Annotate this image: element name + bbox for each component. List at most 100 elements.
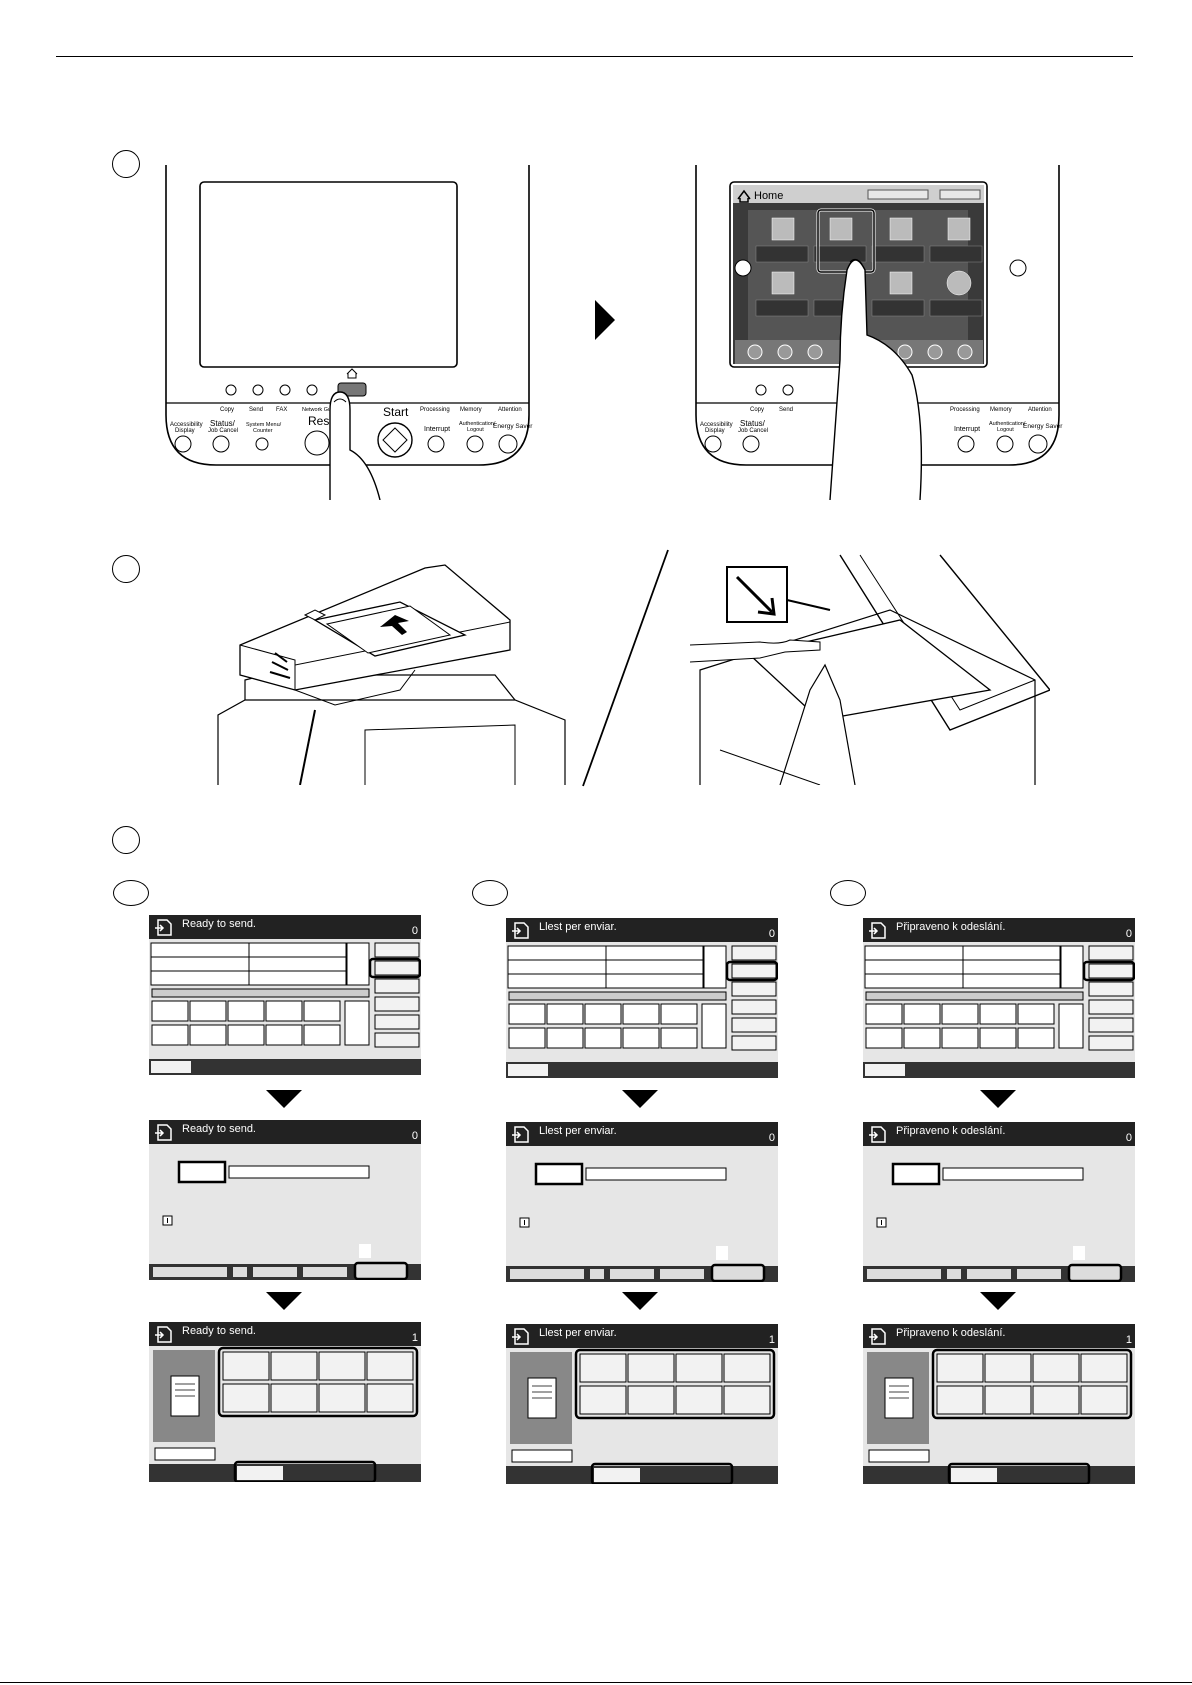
job-count: 0 [1125, 928, 1132, 940]
svg-text:Memory: Memory [460, 407, 482, 413]
svg-text:Job Cancel: Job Cancel [738, 428, 768, 434]
svg-text:Accessibility: Accessibility [170, 422, 203, 428]
function-panel[interactable] [863, 1348, 1135, 1484]
status-bar: Llest per enviar. 0 [506, 1122, 778, 1146]
destination-panel[interactable] [506, 942, 778, 1078]
job-count: 1 [768, 1334, 775, 1346]
top-rule [56, 56, 1133, 57]
send-screen-functions[interactable]: Připraveno k odeslání. 1 [863, 1324, 1135, 1484]
svg-text:Logout: Logout [997, 427, 1014, 433]
divider-slash [582, 549, 669, 787]
send-screen-destination[interactable]: Připraveno k odeslání. 0 [863, 918, 1135, 1078]
step-3-marker [112, 826, 140, 854]
send-screen-destination[interactable]: Llest per enviar. 0 [506, 918, 778, 1078]
address-entry-panel[interactable] [506, 1146, 778, 1282]
send-icon [869, 922, 886, 939]
svg-text:Display: Display [705, 428, 725, 434]
job-count: 1 [1125, 1334, 1132, 1346]
svg-text:Authentication/: Authentication/ [459, 421, 496, 427]
substep-marker-2 [472, 880, 508, 906]
document-processor-illustration [217, 564, 566, 785]
platen-illustration [690, 554, 1050, 785]
flow-arrow [266, 1292, 302, 1310]
job-count: 0 [768, 1132, 775, 1144]
send-screen-address-entry[interactable]: Llest per enviar. 0 [506, 1122, 778, 1282]
svg-text:Processing: Processing [420, 407, 450, 413]
status-bar: Ready to send. 1 [149, 1322, 421, 1346]
job-count: 0 [768, 928, 775, 940]
send-icon [869, 1126, 886, 1143]
send-screen-functions[interactable]: Llest per enviar. 1 [506, 1324, 778, 1484]
svg-text:Status/: Status/ [210, 419, 236, 428]
send-icon [512, 922, 529, 939]
svg-text:Accessibility: Accessibility [700, 422, 733, 428]
ready-text: Ready to send. [182, 1325, 256, 1337]
operation-panel-left: Copy Send FAX Network Guard Accessibilit… [165, 165, 533, 500]
function-panel[interactable] [506, 1348, 778, 1484]
send-screen-address-entry[interactable]: Ready to send. 0 [149, 1120, 421, 1280]
send-screen-address-entry[interactable]: Připraveno k odeslání. 0 [863, 1122, 1135, 1282]
flow-arrow [980, 1090, 1016, 1108]
mode-network-guard: Network Guard [302, 407, 339, 413]
flow-arrow [622, 1090, 658, 1108]
job-count: 0 [411, 925, 418, 937]
svg-text:Energy Saver: Energy Saver [493, 423, 533, 430]
bottom-rule [0, 1682, 1192, 1683]
send-icon [155, 919, 172, 936]
svg-text:Processing: Processing [950, 407, 980, 413]
svg-text:Attention: Attention [498, 407, 522, 413]
svg-text:Job Cancel: Job Cancel [208, 428, 238, 434]
ready-text: Ready to send. [182, 1123, 256, 1135]
svg-text:Status/: Status/ [740, 419, 766, 428]
svg-text:Energy Saver: Energy Saver [1023, 423, 1063, 430]
ready-text: Llest per enviar. [539, 1125, 617, 1137]
ready-text: Ready to send. [182, 918, 256, 930]
status-bar: Llest per enviar. 1 [506, 1324, 778, 1348]
ready-text: Llest per enviar. [539, 1327, 617, 1339]
send-screen-destination[interactable]: Ready to send. 0 [149, 915, 421, 1075]
send-icon [512, 1126, 529, 1143]
status-bar: Ready to send. 0 [149, 1120, 421, 1144]
svg-text:Attention: Attention [1028, 407, 1052, 413]
destination-panel[interactable] [149, 939, 421, 1075]
address-entry-panel[interactable] [149, 1144, 421, 1280]
send-screen-functions[interactable]: Ready to send. 1 [149, 1322, 421, 1482]
mode-fax: FAX [276, 407, 287, 413]
svg-text:Copy: Copy [750, 407, 764, 413]
svg-text:Send: Send [779, 407, 793, 413]
substep-marker-3 [830, 880, 866, 906]
mode-copy: Copy [220, 407, 234, 413]
svg-text:Logout: Logout [467, 427, 484, 433]
svg-text:Interrupt: Interrupt [424, 426, 450, 433]
flow-arrow [980, 1292, 1016, 1310]
send-icon [155, 1326, 172, 1343]
svg-text:Counter: Counter [253, 428, 273, 434]
job-count: 0 [1125, 1132, 1132, 1144]
operation-panel-right: Home Copy Send Processing Memory Attenti… [695, 165, 1063, 500]
step-1-marker [112, 150, 140, 178]
step-1-next-arrow [595, 300, 615, 340]
job-count: 0 [411, 1130, 418, 1142]
status-bar: Llest per enviar. 0 [506, 918, 778, 942]
svg-text:System Menu/: System Menu/ [246, 422, 282, 428]
home-title: Home [754, 190, 783, 202]
step-2-marker [112, 555, 140, 583]
svg-text:Display: Display [175, 428, 195, 434]
address-entry-panel[interactable] [863, 1146, 1135, 1282]
function-panel[interactable] [149, 1346, 421, 1482]
ready-text: Připraveno k odeslání. [896, 921, 1006, 933]
destination-panel[interactable] [863, 942, 1135, 1078]
status-bar: Připraveno k odeslání. 0 [863, 918, 1135, 942]
svg-text:Start: Start [383, 405, 409, 419]
job-count: 1 [411, 1332, 418, 1344]
flow-arrow [266, 1090, 302, 1108]
send-icon [155, 1124, 172, 1141]
substep-marker-1 [113, 880, 149, 906]
ready-text: Připraveno k odeslání. [896, 1125, 1006, 1137]
svg-text:Interrupt: Interrupt [954, 426, 980, 433]
mode-send: Send [249, 407, 263, 413]
status-bar: Připraveno k odeslání. 1 [863, 1324, 1135, 1348]
ready-text: Llest per enviar. [539, 921, 617, 933]
send-icon [512, 1328, 529, 1345]
status-bar: Připraveno k odeslání. 0 [863, 1122, 1135, 1146]
